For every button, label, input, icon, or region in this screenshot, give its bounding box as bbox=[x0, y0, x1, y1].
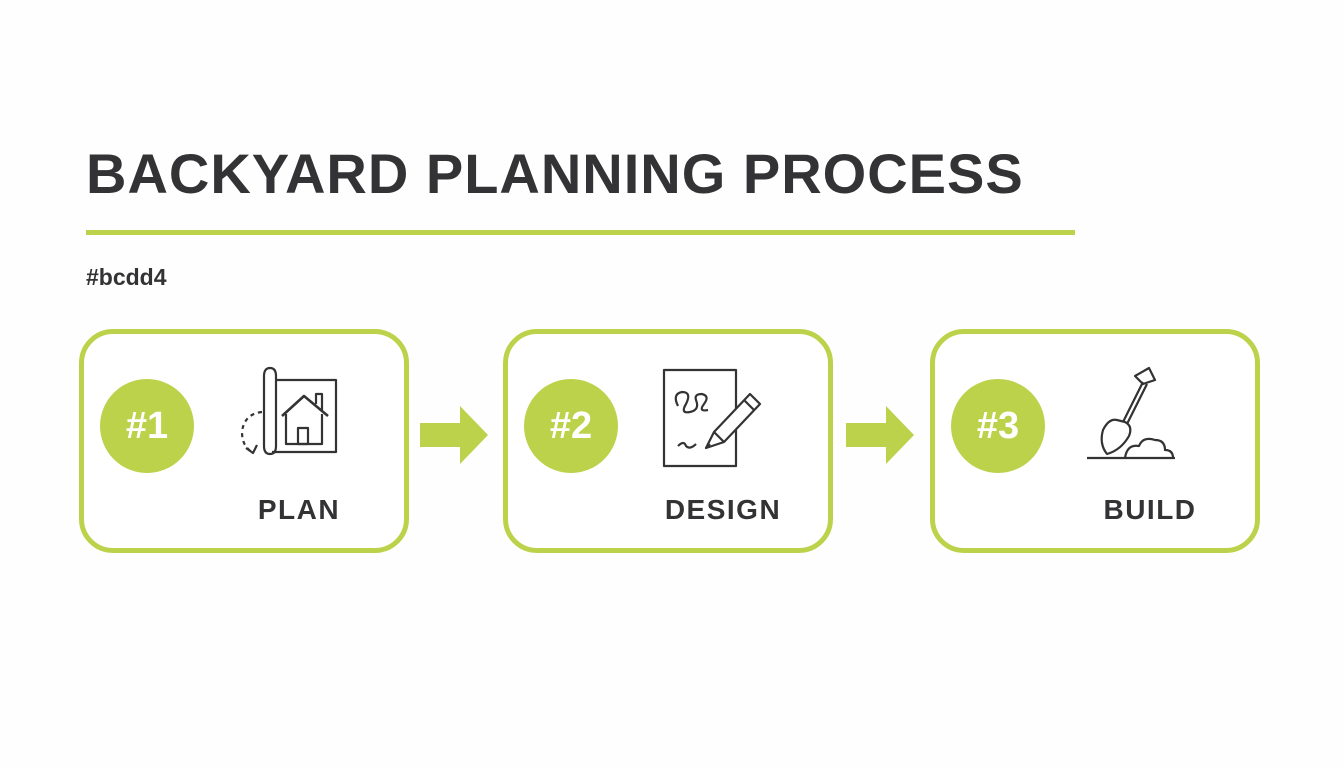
step-label: PLAN bbox=[257, 494, 341, 525]
step-card-build: #3 BUILD bbox=[930, 329, 1260, 553]
step-card-plan: #1 PLAN bbox=[79, 329, 409, 553]
step-label: DESIGN bbox=[664, 494, 782, 525]
step-number-badge: #3 bbox=[951, 379, 1045, 473]
step-label: BUILD bbox=[1103, 494, 1197, 525]
step-number-badge: #2 bbox=[524, 379, 618, 473]
title-underline bbox=[86, 230, 1075, 235]
blueprint-house-icon bbox=[240, 366, 338, 456]
step-card-design: #2 DESIGN bbox=[503, 329, 833, 553]
shovel-dirt-icon bbox=[1087, 366, 1175, 460]
color-tag: #bcdd4 bbox=[86, 264, 167, 290]
arrow-right-icon bbox=[420, 406, 488, 464]
step-number-badge: #1 bbox=[100, 379, 194, 473]
page-title: BACKYARD PLANNING PROCESS bbox=[86, 142, 1024, 205]
arrow-right-icon bbox=[846, 406, 914, 464]
sketch-pencil-icon bbox=[662, 368, 762, 468]
